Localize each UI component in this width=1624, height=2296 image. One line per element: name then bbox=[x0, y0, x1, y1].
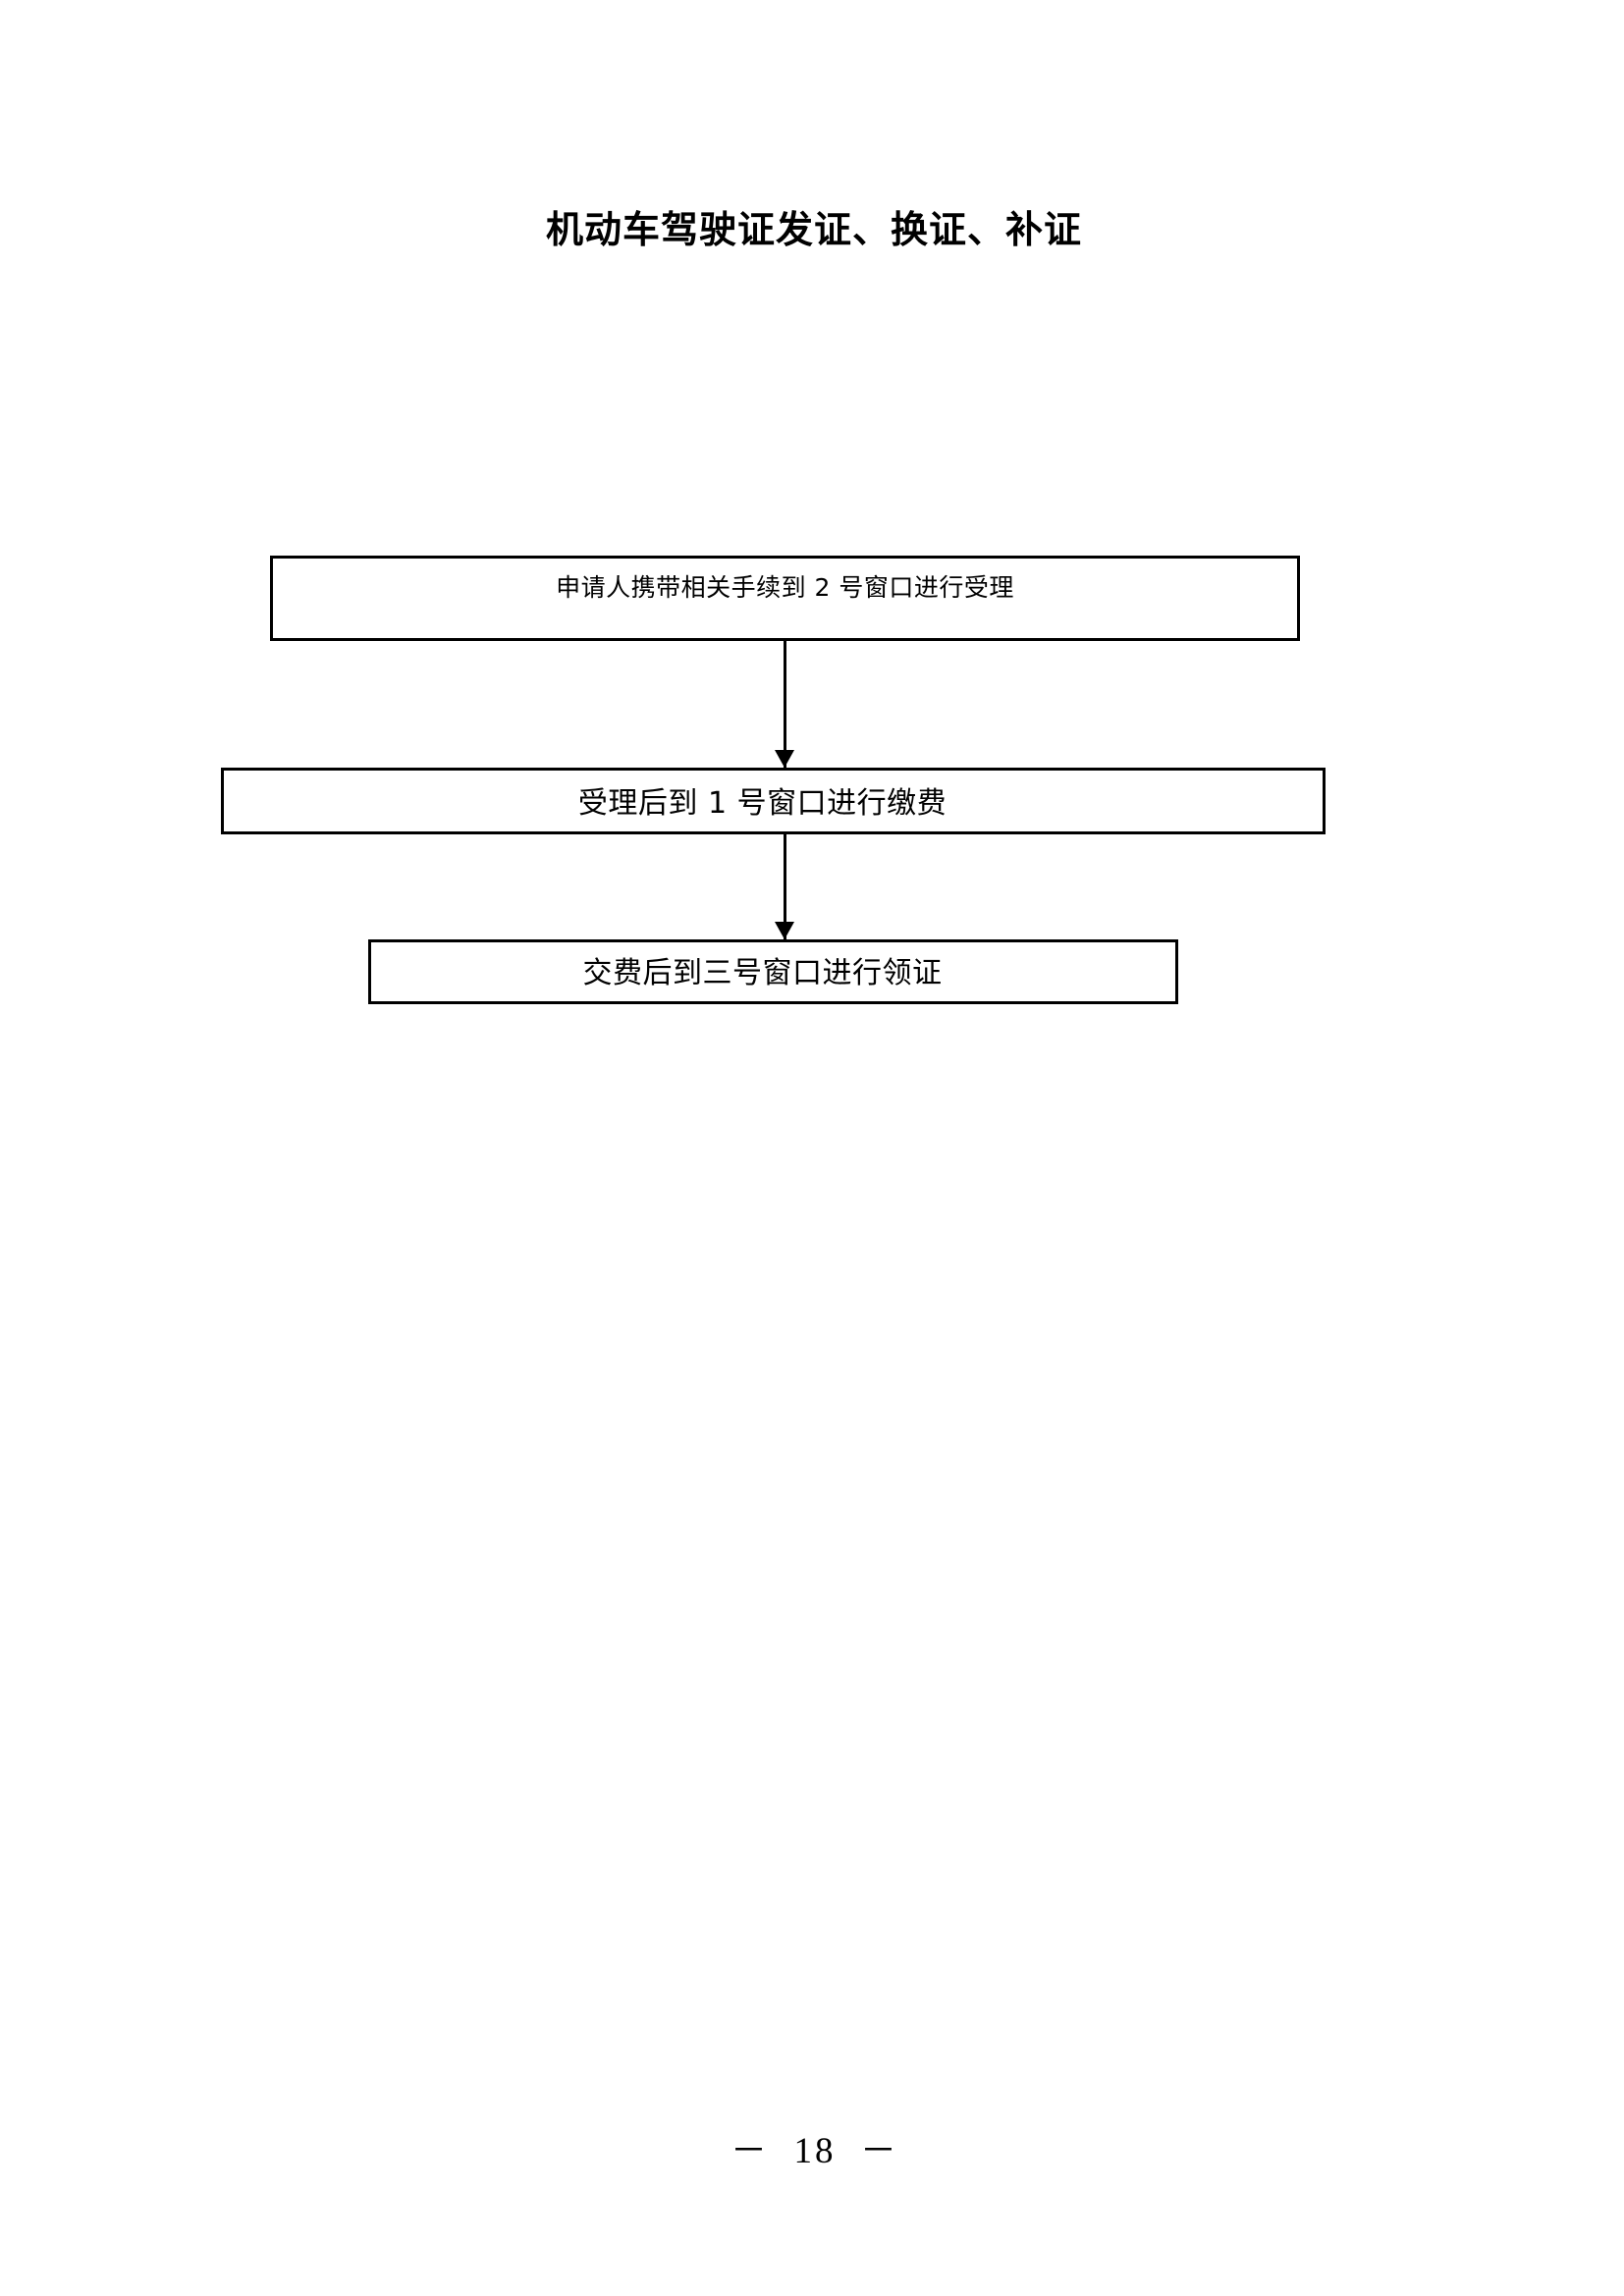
flow-step-label-3: 交费后到三号窗口进行领证 bbox=[582, 956, 943, 990]
arrow-down-icon bbox=[775, 922, 794, 939]
page-number-footer: － 18 － bbox=[731, 2131, 899, 2171]
arrow-shaft bbox=[784, 641, 786, 768]
arrow-shaft bbox=[784, 834, 786, 939]
flow-step-box-3: 交费后到三号窗口进行领证 bbox=[368, 939, 1178, 1004]
flow-step-label-2: 受理后到 1 号窗口进行缴费 bbox=[577, 786, 947, 821]
flow-step-box-1: 申请人携带相关手续到 2 号窗口进行受理 bbox=[270, 556, 1300, 641]
flow-step-box-2: 受理后到 1 号窗口进行缴费 bbox=[221, 768, 1326, 834]
flow-step-label-1: 申请人携带相关手续到 2 号窗口进行受理 bbox=[556, 573, 1014, 602]
arrow-down-icon bbox=[775, 750, 794, 768]
page-title: 机动车驾驶证发证、换证、补证 bbox=[545, 208, 1082, 251]
